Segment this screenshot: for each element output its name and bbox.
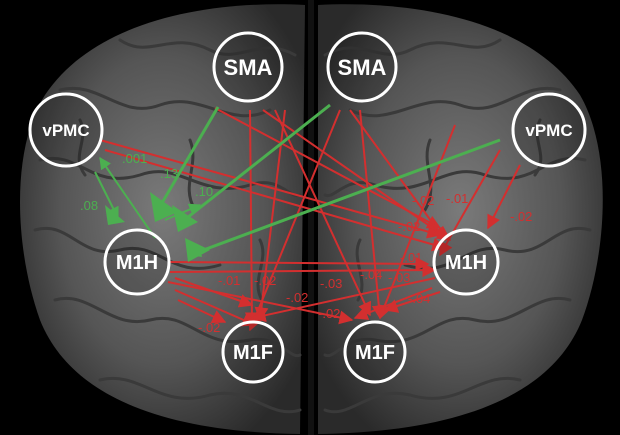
node-m1h-l: M1H xyxy=(103,228,171,296)
inhibitory-connection xyxy=(274,109,372,317)
node-label: M1H xyxy=(116,252,158,274)
node-label: M1H xyxy=(445,252,487,274)
edge-label: -.02 xyxy=(198,320,220,335)
inhibitory-connection xyxy=(99,139,442,239)
node-circle xyxy=(326,31,398,103)
edge-label: -.03 xyxy=(388,270,410,285)
inhibitory-connection xyxy=(349,109,446,242)
node-circle xyxy=(221,320,285,384)
inhibitory-connection xyxy=(248,109,341,332)
gyri-texture xyxy=(33,38,592,414)
node-label: M1F xyxy=(233,342,273,364)
edge-label: -.03 xyxy=(320,276,342,291)
inhibitory-connection xyxy=(383,291,441,313)
node-m1h-r: M1H xyxy=(432,228,500,296)
excitatory-edges xyxy=(94,103,501,262)
inhibitory-connection xyxy=(359,109,386,320)
inhibitory-connection xyxy=(378,124,456,320)
inhibitory-connection xyxy=(251,277,436,323)
edge-label: -.04 xyxy=(408,291,430,306)
inhibitory-connection xyxy=(487,164,521,230)
node-circle xyxy=(212,31,284,103)
node-m1f-l: M1F xyxy=(221,320,285,384)
excitatory-arrowhead xyxy=(185,238,210,262)
excitatory-arrowhead xyxy=(172,205,198,232)
inhibitory-connection xyxy=(169,256,430,271)
inhibitory-connection xyxy=(244,109,259,327)
inhibitory-edges xyxy=(99,107,521,332)
edge-label: -.02 xyxy=(398,219,420,234)
edge-label: -.02 xyxy=(254,273,276,288)
excitatory-connection xyxy=(94,171,119,220)
edge-label: .08 xyxy=(80,198,98,213)
excitatory-connection xyxy=(153,106,220,217)
edge-label: -.01 xyxy=(218,273,240,288)
inhibitory-connection xyxy=(167,281,354,325)
excitatory-connection xyxy=(177,103,331,227)
node-circle xyxy=(103,228,171,296)
edge-label: .001 xyxy=(122,151,147,166)
inhibitory-connection xyxy=(174,289,257,327)
inhibitory-connection xyxy=(177,299,227,323)
inhibitory-connection xyxy=(439,149,501,257)
node-circle xyxy=(511,92,587,168)
edge-label: .13 xyxy=(160,166,178,181)
node-label: vPMC xyxy=(525,121,572,140)
node-m1f-r: M1F xyxy=(343,320,407,384)
edge-label: -.01 xyxy=(446,191,468,206)
node-circle xyxy=(432,228,500,296)
edge-label: -.02 xyxy=(412,193,434,208)
edge-label: -.04 xyxy=(360,267,382,282)
inhibitory-connection xyxy=(169,263,437,278)
node-circle xyxy=(343,320,407,384)
node-sma-r: SMA xyxy=(326,31,398,103)
inhibitory-connection xyxy=(174,277,254,308)
node-label: SMA xyxy=(224,55,273,80)
edge-label: .10 xyxy=(195,184,213,199)
node-label: M1F xyxy=(355,342,395,364)
node-vpmc-l: vPMC xyxy=(28,92,104,168)
excitatory-connection xyxy=(188,138,501,257)
node-label: SMA xyxy=(338,55,387,80)
edge-label: -.01 xyxy=(400,250,422,265)
edge-labels: .001 .13 .10 .08 -.02 -.01 -.02 -.02 -.01 -.04 -.0… xyxy=(80,151,532,335)
node-sma-l: SMA xyxy=(212,31,284,103)
node-label: vPMC xyxy=(42,121,89,140)
edge-label: -.02 xyxy=(286,290,308,305)
node-circle xyxy=(28,92,104,168)
edge-label: -.02 xyxy=(510,209,532,224)
edge-label: -.02 xyxy=(318,306,340,321)
region-nodes: SMA SMA vPMC vPMC M1H M1H M1F M1F xyxy=(28,31,587,384)
left-hemisphere xyxy=(20,4,305,434)
excitatory-connection xyxy=(99,157,156,239)
node-vpmc-r: vPMC xyxy=(511,92,587,168)
excitatory-arrowhead xyxy=(150,192,178,222)
excitatory-arrowhead xyxy=(105,205,125,225)
